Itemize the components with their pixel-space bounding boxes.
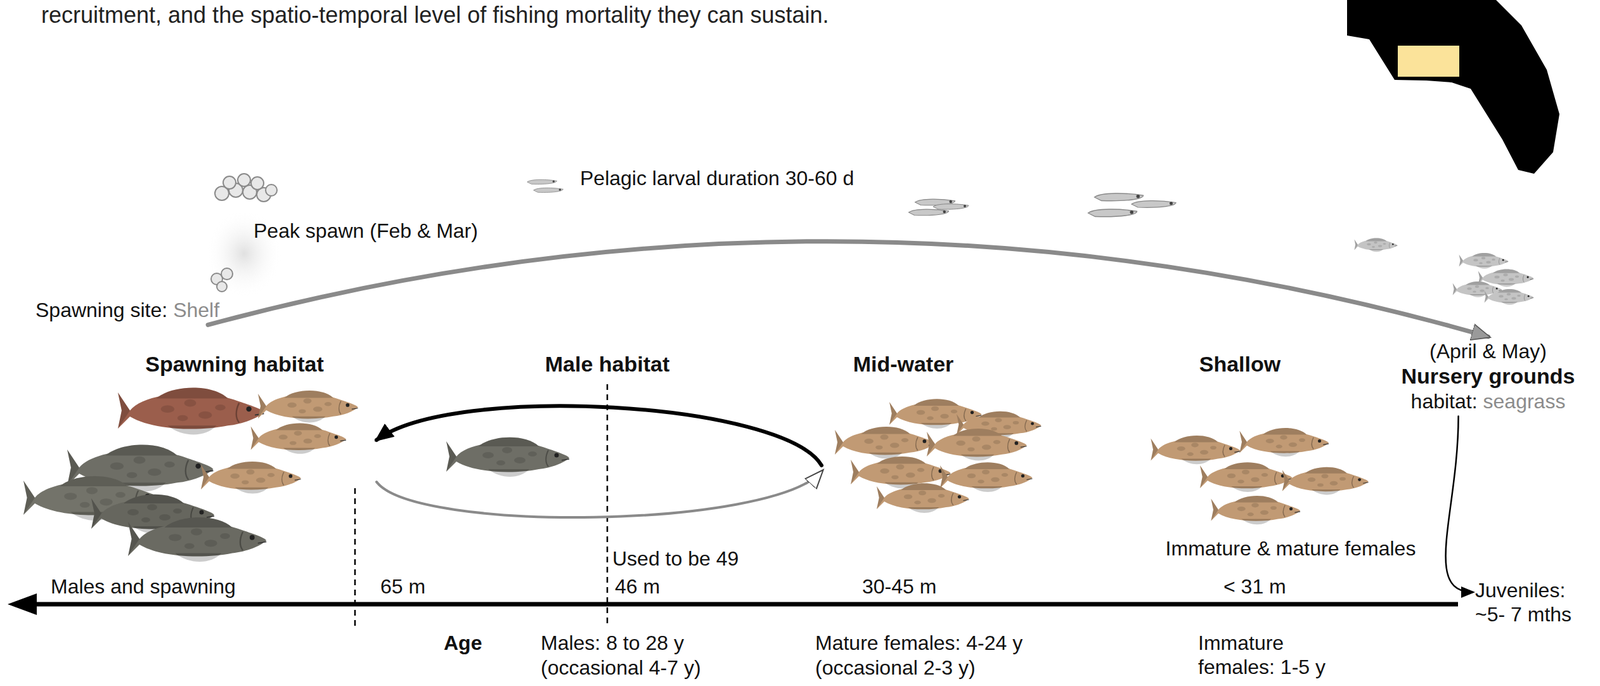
node-text: Juveniles: ~5- 7 mths (1475, 578, 1572, 626)
florida-map (1347, 0, 1560, 174)
annotation-label: Peak spawn (Feb & Mar) (253, 218, 478, 243)
text-line: habitat:seagrass (1381, 389, 1595, 414)
life-cycle-arrow (376, 471, 822, 518)
depth-axis (31, 602, 1459, 607)
male-fish (446, 437, 570, 477)
annotation-label: Mature females: 4-24 y (815, 630, 1023, 655)
midwater-habitat: Mid-water (824, 351, 983, 520)
text-line: Male habitat (524, 351, 690, 378)
life-cycle-arrow (1445, 416, 1473, 593)
node-text: Immature & mature females (1165, 536, 1417, 560)
node-text: seagrass (1483, 389, 1566, 413)
text-line: Juveniles: ~5- 7 mths (1475, 578, 1593, 627)
shallow-habitat: ShallowImmature & mature females (1134, 351, 1452, 567)
spawning-habitat: Spawning habitat (95, 351, 375, 582)
text-line: Shallow (1199, 351, 1281, 378)
shallow-fish (1150, 427, 1368, 525)
annotation-label: Used to be 49 (612, 546, 739, 571)
text-line: Mid-water (824, 351, 983, 378)
life-cycle-arrow (376, 405, 822, 466)
life-cycle-arrow (207, 241, 1488, 337)
spawning-fish (23, 387, 359, 562)
text-line: Spawning site:Shelf (35, 297, 221, 323)
male-habitat: Male habitat (524, 351, 690, 382)
annotation-label: < 31 m (1223, 574, 1287, 599)
axis-arrowhead (7, 593, 37, 615)
node-text: habitat: (1411, 389, 1478, 413)
depth-divider (606, 384, 609, 627)
node-text: Spawning habitat (145, 351, 324, 376)
node-text: Mid-water (853, 351, 955, 376)
text-line: Immature & mature females (1165, 536, 1417, 561)
annotation-label: 30-45 m (862, 574, 937, 599)
juvenile-fish (1354, 237, 1534, 305)
text-line: Nursery grounds (1381, 363, 1595, 390)
node-text: Shelf (173, 298, 220, 322)
text-line: Spawning habitat (95, 351, 375, 378)
annotation-label: Males: 8 to 28 y (540, 630, 684, 655)
node-text: Shallow (1199, 351, 1281, 376)
node-text: Nursery grounds (1401, 363, 1576, 388)
annotation-label: 65 m (380, 574, 426, 599)
spawning-site: Spawning site:Shelf (35, 297, 221, 323)
caption-fragment: recruitment, and the spatio-temporal lev… (41, 1, 830, 29)
annotation-label: Pelagic larval duration 30-60 d (580, 166, 854, 191)
annotation-label: (occasional 4-7 y) (540, 655, 702, 680)
node-text: Male habitat (545, 351, 670, 376)
midwater-fish (834, 398, 1041, 513)
node-text: Spawning site: (35, 298, 168, 322)
juvenile-stage: Juveniles: ~5- 7 mths (1475, 578, 1593, 627)
annotation-label: Males and spawning (50, 574, 236, 599)
annotation-label: Age (443, 630, 482, 655)
annotation-label: (occasional 2-3 y) (815, 655, 976, 680)
node-text: (April & May) (1429, 339, 1547, 363)
annotation-label: 46 m (614, 574, 660, 599)
annotation-label: Immature females: 1-5 y (1198, 630, 1357, 680)
nursery-grounds: (April & May)Nursery groundshabitat:seag… (1381, 339, 1595, 414)
study-area (1397, 45, 1460, 77)
text-line: (April & May) (1381, 339, 1595, 364)
